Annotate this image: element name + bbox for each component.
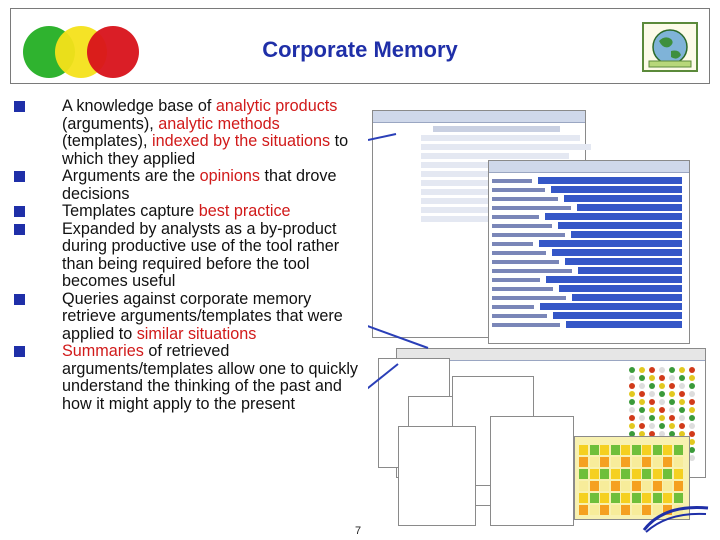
slide-title: Corporate Memory <box>262 37 458 62</box>
bullet-list: A knowledge base of analytic products (a… <box>14 97 362 413</box>
traffic-light-circles-logo <box>23 26 139 78</box>
highlight-text: opinions <box>199 167 260 185</box>
template-diagram-4 <box>398 426 476 526</box>
bullet-text: A knowledge base of <box>62 97 216 115</box>
highlight-text: indexed by the situations <box>151 132 331 150</box>
bullet-marker-icon <box>14 101 25 112</box>
bullet-item: A knowledge base of analytic products (a… <box>14 97 362 168</box>
bullet-item: Summaries of retrieved arguments/templat… <box>14 342 362 413</box>
bullet-item: Templates capture best practice <box>14 202 362 221</box>
bullet-text: Queries against corporate memory retriev… <box>62 289 343 343</box>
bullet-marker-icon <box>14 171 25 182</box>
highlight-text: analytic products <box>215 97 338 115</box>
bullet-text: of retrieved arguments/templates allow o… <box>62 342 359 413</box>
highlight-text: analytic methods <box>158 114 280 133</box>
bullet-marker-icon <box>14 346 25 357</box>
bullet-item: Arguments are the opinions that drove de… <box>14 167 362 203</box>
bullet-text: (arguments), <box>62 114 159 133</box>
bullet-item: Queries against corporate memory retriev… <box>14 289 362 344</box>
bullet-marker-icon <box>14 293 25 305</box>
globe-logo <box>642 22 698 72</box>
highlight-text: Summaries <box>62 342 144 360</box>
bullet-marker-icon <box>14 206 25 217</box>
page-number: 7 <box>355 525 362 537</box>
bullet-text: (templates), <box>62 132 152 150</box>
bullet-text: that drove decisions <box>62 167 337 203</box>
bullet-text: Expanded by analysts as a by-product dur… <box>62 219 340 290</box>
title-box: Corporate Memory <box>10 8 710 84</box>
highlight-text: best practice <box>198 202 291 220</box>
template-diagram-5 <box>490 416 574 526</box>
bullet-text: to which they applied <box>62 132 349 168</box>
footer-logo <box>642 505 709 533</box>
screenshot-montage <box>368 96 710 536</box>
bullet-text: Arguments are the <box>62 167 200 185</box>
bullet-marker-icon <box>14 223 25 235</box>
bullet-text: Templates capture <box>62 202 199 220</box>
highlight-text: similar situations <box>136 324 257 343</box>
bullet-item: Expanded by analysts as a by-product dur… <box>14 219 362 291</box>
find-arguments-window <box>488 160 690 344</box>
summary-heatmap <box>574 436 690 520</box>
